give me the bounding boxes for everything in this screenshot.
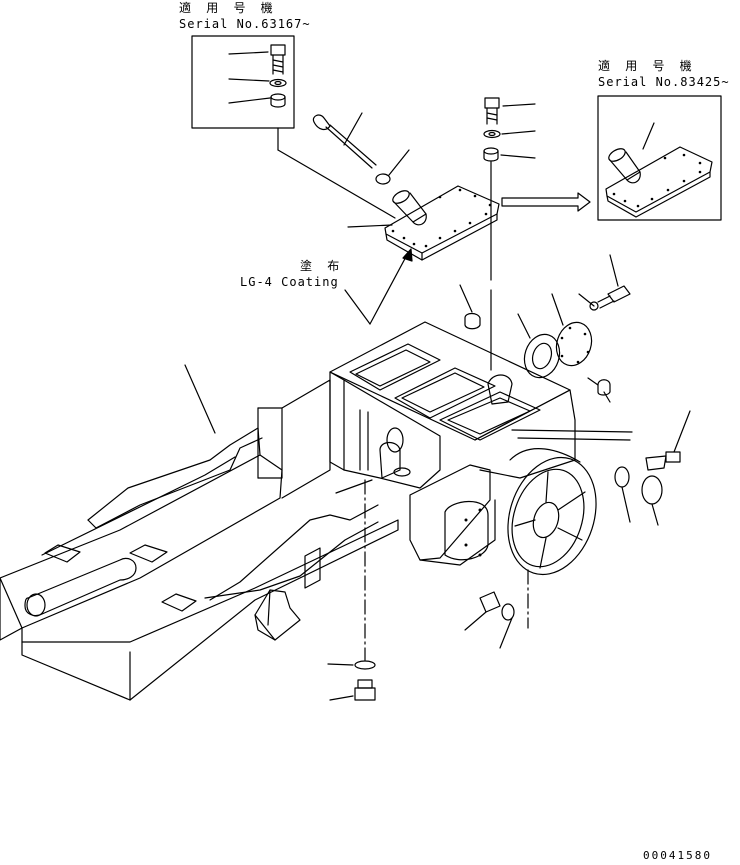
inset-box-b <box>597 95 722 221</box>
transmission-case <box>329 321 576 566</box>
bolt-stack <box>483 97 536 371</box>
coating-label: LG-4 Coating <box>240 275 339 289</box>
cover-plate <box>347 185 500 261</box>
serial-number-b: Serial No.83425~ <box>598 75 730 89</box>
inset-box-a <box>191 35 396 219</box>
applicable-serial-jp-a: 適 用 号 機 <box>179 1 277 15</box>
side-cover <box>517 254 631 379</box>
serial-number-a: Serial No.63167~ <box>179 17 311 31</box>
coating-label-jp: 塗 布 <box>300 259 344 273</box>
main-frame <box>0 379 399 701</box>
drawing-number: 00041580 <box>643 849 712 862</box>
dipstick <box>312 112 377 169</box>
rear-disc <box>507 429 633 576</box>
applicable-serial-jp-b: 適 用 号 機 <box>598 59 696 73</box>
